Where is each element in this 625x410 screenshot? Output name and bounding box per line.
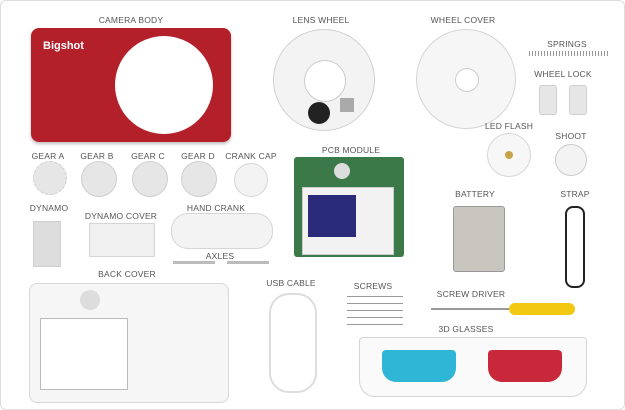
wheel-lock-right: [569, 85, 587, 115]
strap: [565, 206, 585, 288]
label-lens-wheel: LENS WHEEL: [292, 15, 350, 25]
label-wheel-cover: WHEEL COVER: [430, 15, 496, 25]
screw-driver-shaft: [431, 308, 511, 310]
pcb-module: [294, 157, 404, 257]
label-axles: AXLES: [205, 251, 235, 261]
label-dynamo: DYNAMO: [29, 203, 69, 213]
label-screw-driver: SCREW DRIVER: [436, 289, 506, 299]
label-gear-d: GEAR D: [181, 151, 215, 161]
label-usb-cable: USB CABLE: [266, 278, 316, 288]
label-wheel-lock: WHEEL LOCK: [534, 69, 592, 79]
wheel-cover: [416, 29, 516, 129]
label-gear-a: GEAR A: [31, 151, 65, 161]
label-screws: SCREWS: [353, 281, 393, 291]
gear-c: [132, 161, 168, 197]
screw-driver-handle: [509, 303, 575, 315]
screws: [347, 295, 403, 325]
label-crank-cap: CRANK CAP: [225, 151, 277, 161]
label-gear-b: GEAR B: [80, 151, 114, 161]
led-flash: [487, 133, 531, 177]
bigshot-logo: Bigshot: [43, 40, 84, 52]
label-strap: STRAP: [560, 189, 590, 199]
back-cover: [29, 283, 229, 403]
hand-crank: [171, 213, 273, 249]
label-pcb-module: PCB MODULE: [321, 145, 381, 155]
dynamo: [33, 221, 61, 267]
crank-cap: [234, 163, 268, 197]
axle-1: [173, 261, 215, 264]
lens-wheel: [273, 29, 375, 131]
shoot-button: [555, 144, 587, 176]
wheel-lock-left: [539, 85, 557, 115]
gear-b: [81, 161, 117, 197]
battery: [453, 206, 505, 272]
label-back-cover: BACK COVER: [98, 269, 156, 279]
dynamo-cover: [89, 223, 155, 257]
cyan-lens: [382, 350, 456, 382]
label-led-flash: LED FLASH: [484, 121, 534, 131]
lens-opening: [115, 36, 213, 134]
label-springs: SPRINGS: [547, 39, 587, 49]
label-camera-body: CAMERA BODY: [98, 15, 164, 25]
label-dynamo-cover: DYNAMO COVER: [84, 211, 158, 221]
usb-cable: [269, 293, 317, 393]
axle-2: [227, 261, 269, 264]
springs: [529, 51, 609, 56]
label-battery: BATTERY: [455, 189, 495, 199]
3d-glasses: [359, 337, 587, 397]
lcd-screen: [308, 195, 356, 237]
gear-d: [181, 161, 217, 197]
label-3d-glasses: 3D GLASSES: [438, 324, 494, 334]
label-hand-crank: HAND CRANK: [186, 203, 246, 213]
camera-body: Bigshot: [31, 28, 231, 142]
gear-a: [33, 161, 67, 195]
label-gear-c: GEAR C: [131, 151, 165, 161]
label-shoot: SHOOT: [555, 131, 587, 141]
red-lens: [488, 350, 562, 382]
